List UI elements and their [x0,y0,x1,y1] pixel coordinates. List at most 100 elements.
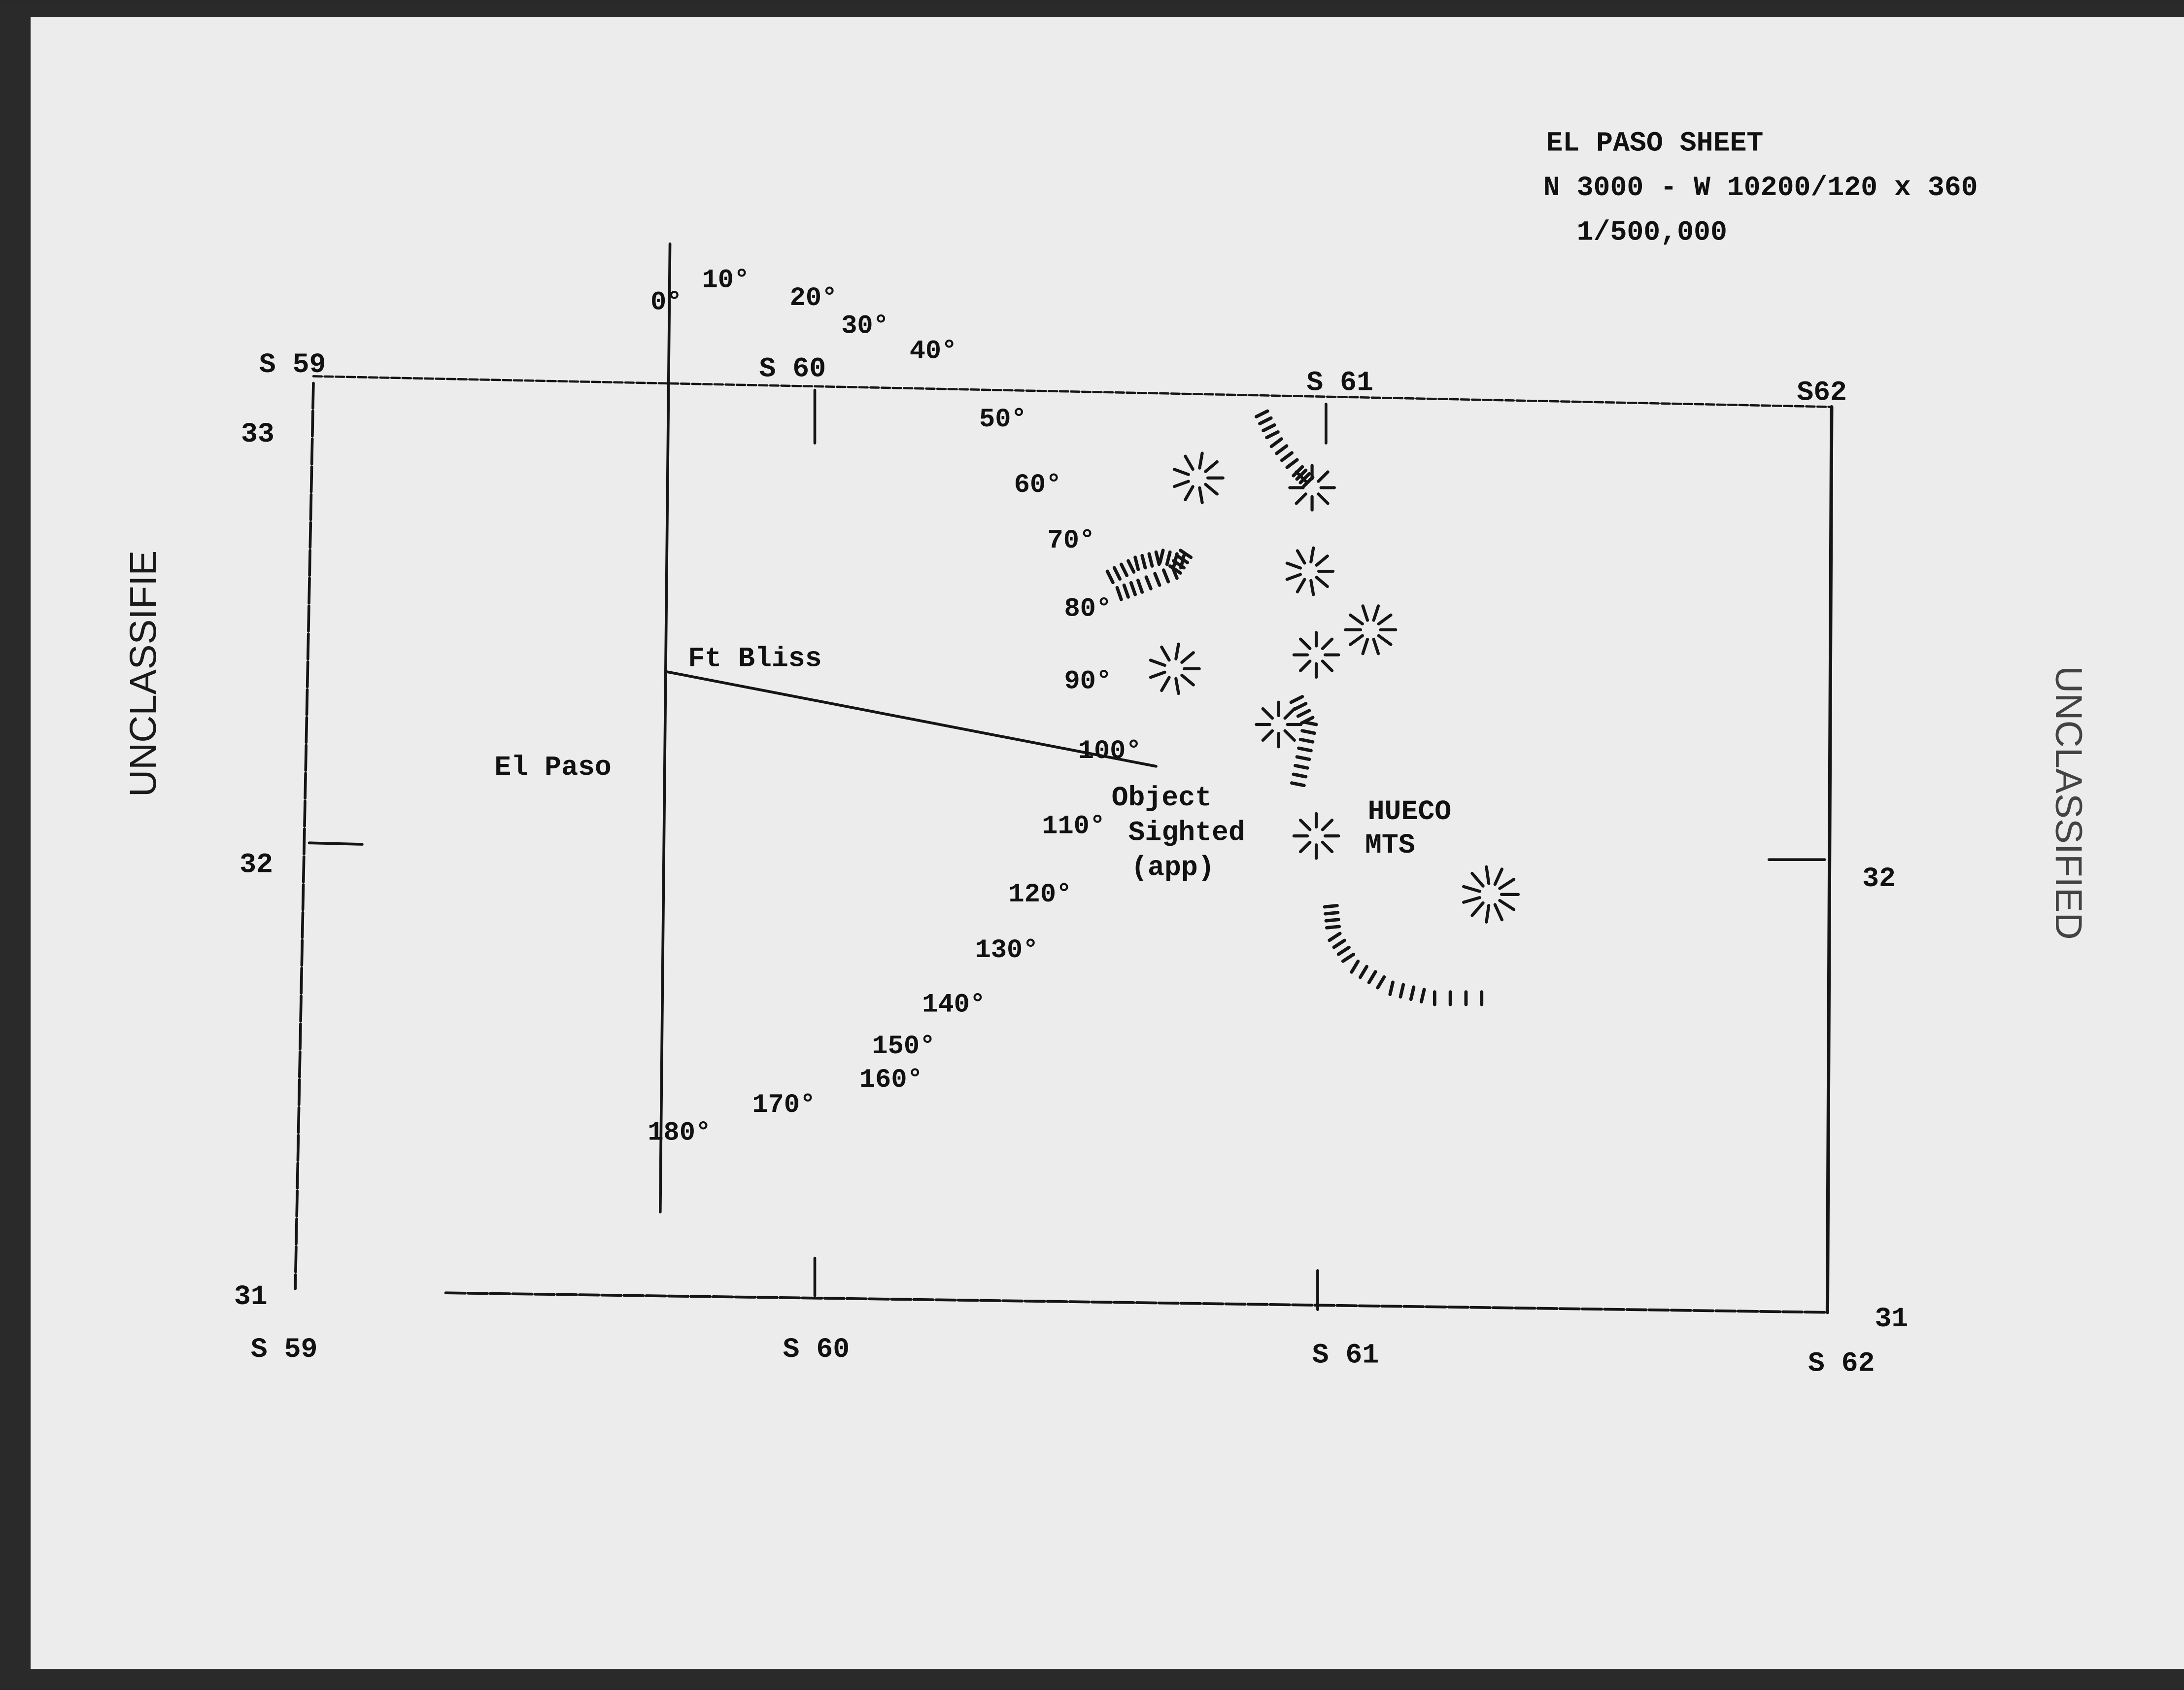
hachure-mark [1129,581,1137,596]
hachure-mark [1289,695,1304,704]
hachure-mark [1359,965,1368,979]
hachure-mark [1498,878,1516,890]
hachure-mark [1498,898,1516,911]
hachure-mark [1367,970,1377,984]
bearing-baseline [658,242,672,1214]
hachure-mark [1184,485,1194,501]
hachure-mark [1485,904,1491,924]
hachure-mark [1149,658,1166,667]
hachure-mark [1419,988,1426,1003]
hachure-mark [1315,554,1329,567]
hachure-mark [1295,468,1308,481]
hachure-mark [1349,634,1364,646]
frame-left [294,381,315,1290]
hachure-mark [1323,904,1339,909]
hachure-mark [1324,918,1340,923]
hachure-mark [1377,634,1393,646]
hachure-mark [1283,729,1296,742]
hachure-mark [1298,819,1312,831]
hachure-mark [1325,925,1341,930]
hachure-mark [1296,578,1306,593]
hachure-mark [1153,572,1161,587]
grid-label: 33 [241,418,274,450]
hachure-mark [1261,729,1274,742]
hachure-mark [1254,409,1269,418]
hachure-mark [1300,729,1316,735]
hachure-mark [1298,659,1312,672]
grid-label: S 61 [1306,367,1373,399]
hachure-mark [1321,659,1334,672]
hachure-mark [1180,673,1195,687]
hachure-mark [1309,579,1315,596]
hachure-mark [1349,613,1364,625]
hueco-mts-label: HUECO [1368,796,1452,828]
hachure-mark [1372,604,1380,622]
hachure-mark [1115,586,1123,601]
hachure-mark [1204,460,1219,473]
hachure-mark [1293,702,1308,711]
sheet-scale: 1/500,000 [1577,216,1727,248]
hachure-mark [1409,985,1416,1001]
hachure-mark [1285,561,1302,570]
hachure-mark [1324,911,1340,916]
hachure-mark [1170,565,1179,580]
bearing-label: 40° [910,337,957,367]
hachure-mark [1341,952,1356,963]
classification-stamps: UNCLASSIFIE UNCLASSIFIED [123,551,2089,940]
hachure-mark [1161,568,1170,584]
grid-label: S 59 [251,1334,318,1365]
hachure-mark [1309,546,1315,564]
hachure-mark [1158,549,1165,564]
bearing-label: 160° [859,1065,923,1095]
hachure-mark [1296,549,1306,565]
hachure-mark [1292,772,1308,779]
hachure-mark [1105,569,1115,585]
hachure-mark [1179,549,1193,559]
ft-bliss-sight-line [664,670,1158,768]
paper [31,17,2184,1669]
hachure-mark [1372,638,1380,655]
hachure-mark [1160,676,1171,692]
hachure-mark [1265,430,1280,440]
hachure-mark [1295,492,1307,505]
hachure-mark [1336,945,1351,956]
ft-bliss-label: Ft Bliss [688,643,821,674]
hueco-mts-label: MTS [1365,829,1415,861]
bearing-label: 140° [922,990,986,1020]
grid-ticks [307,388,1826,1311]
hachure-mark [1198,486,1204,504]
grid-label: 31 [1875,1303,1909,1335]
hachure-mark [1261,707,1274,720]
hachure-mark [1298,637,1312,650]
hachure-mark [1485,865,1491,885]
unclassified-stamp-right: UNCLASSIFIED [2048,666,2089,939]
hachure-mark [1283,707,1296,720]
hachure-mark [1119,562,1129,578]
hachure-mark [1493,903,1503,922]
bearing-label: 10° [702,265,750,295]
hachure-mark [1184,454,1194,471]
bearing-label: 150° [872,1032,935,1062]
bearing-label: 20° [790,283,838,313]
unclassified-stamp-left: UNCLASSIFIE [123,551,165,797]
hachure-mark [1321,637,1334,650]
hachure-mark [1462,885,1481,893]
hachure-mark [1294,763,1309,770]
hachure-mark [1258,416,1273,425]
bearing-label: 130° [975,935,1039,966]
hachure-mark [1136,579,1144,594]
hachure-mark [1140,553,1147,570]
bearing-label: 180° [648,1118,711,1148]
hachure-mark [1160,645,1171,662]
hachure-mark [1292,465,1304,478]
bearing-labels: 0°10°20°30°40°50°60°70°80°90°100°110°120… [648,265,1141,1148]
hachure-mark [1361,638,1369,655]
hachure-mark [1204,483,1219,496]
hachure-mark [1174,642,1180,661]
hachure-mark [1280,451,1294,462]
grid-label: S 62 [1808,1348,1875,1380]
hachure-mark [1126,559,1136,574]
hachure-mark [1297,746,1313,753]
bearing-label: 70° [1048,526,1095,556]
el-paso-label: El Paso [494,752,611,783]
